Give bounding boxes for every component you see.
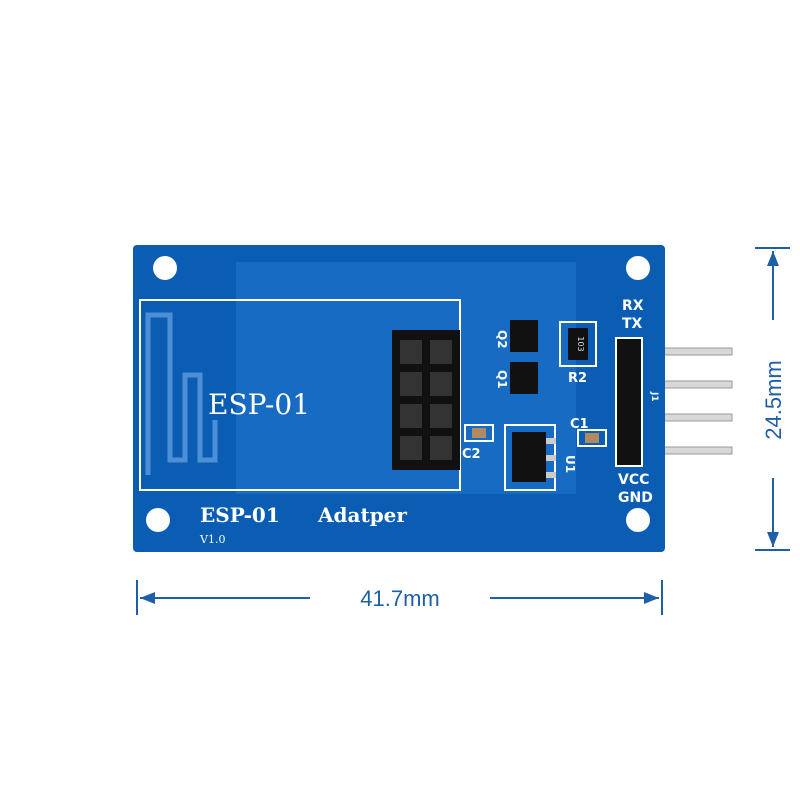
antenna-trace-icon (145, 312, 218, 475)
version-label: V1.0 (199, 533, 225, 546)
pin-label-rx: RX (622, 298, 644, 314)
pin-header (615, 337, 643, 467)
label-u1: U1 (563, 455, 577, 473)
label-r2: R2 (568, 371, 587, 386)
label-q1: Q1 (495, 370, 509, 389)
height-label: 24.5mm (761, 360, 786, 439)
pin-label-tx: TX (622, 316, 643, 332)
label-j1: J1 (649, 391, 659, 402)
label-c2: C2 (462, 447, 481, 462)
module-title: ESP-01 (208, 388, 310, 421)
adapter-label: Adatper (317, 503, 407, 527)
width-label: 41.7mm (360, 586, 439, 611)
esp01-socket (392, 330, 460, 470)
components: 103 (464, 320, 607, 491)
label-c1: C1 (570, 417, 589, 432)
width-dimension (136, 580, 663, 615)
resistor-code: 103 (576, 336, 585, 351)
pin-label-gnd: GND (618, 490, 653, 506)
label-q2: Q2 (495, 330, 509, 349)
mounting-holes (146, 256, 650, 532)
pin-label-vcc: VCC (618, 472, 649, 488)
height-dimension (755, 247, 790, 551)
board-name: ESP-01 (200, 503, 280, 527)
